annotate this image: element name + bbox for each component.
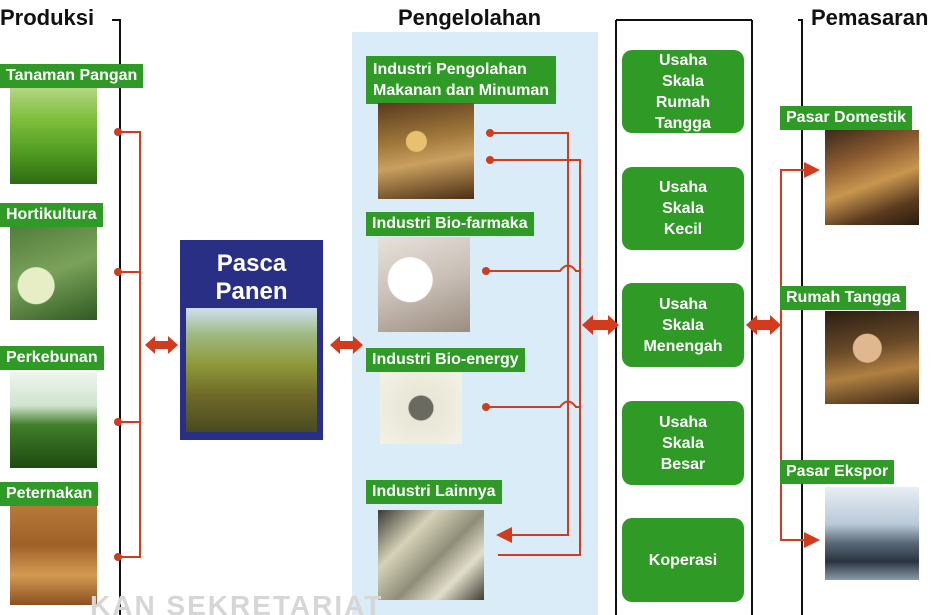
pemasaran-lines (780, 162, 820, 548)
photo-biopharma (378, 237, 470, 332)
photo-harvest-field (186, 308, 317, 432)
pasca-panen-title-line1: Pasca (216, 250, 287, 277)
usaha-menengah-line3: Menengah (643, 337, 723, 355)
label-industri-makanan: Industri Pengolahan Makanan dan Minuman (366, 56, 557, 104)
usaha-besar-line2: Skala (662, 434, 704, 452)
label-tanaman-pangan: Tanaman Pangan (0, 64, 144, 88)
label-industri-makanan-line2: Makanan dan Minuman (373, 82, 550, 99)
usaha-bracket (615, 19, 753, 615)
industri-lines (486, 132, 581, 556)
industri-dots (482, 129, 494, 411)
photo-household (825, 311, 919, 404)
photo-livestock (10, 505, 97, 605)
photo-horticulture (10, 222, 97, 320)
usaha-koperasi: Koperasi (622, 518, 744, 602)
usaha-rumah-tangga-line1: Usaha Skala (658, 51, 708, 90)
usaha-kecil-line1: Usaha (658, 179, 708, 196)
produksi-collector (118, 131, 141, 558)
label-industri-bioenergy: Industri Bio-energy (366, 348, 525, 372)
title-pemasaran: Pemasaran (805, 5, 935, 31)
usaha-koperasi-line1: Koperasi (648, 551, 718, 569)
title-produksi: Produksi (0, 5, 101, 31)
pasca-panen-box: Pasca Panen (180, 240, 323, 440)
label-hortikultura: Hortikultura (0, 203, 103, 227)
produksi-dots (114, 128, 122, 561)
usaha-besar-line3: Besar (660, 455, 706, 473)
label-pasar-ekspor: Pasar Ekspor (780, 460, 895, 484)
watermark-stamp: KAN SEKRETARIAT (90, 590, 384, 615)
label-perkebunan: Perkebunan (0, 346, 104, 370)
usaha-rumah-tangga-line2: Rumah (655, 93, 711, 111)
label-peternakan: Peternakan (0, 482, 99, 506)
photo-plantation (10, 372, 97, 468)
usaha-menengah-line1: Usaha (658, 295, 708, 313)
photo-rice-field (10, 84, 97, 184)
title-pengelolahan: Pengelolahan (398, 5, 542, 30)
double-arrows (145, 315, 781, 354)
usaha-menengah-line2: Skala (662, 316, 704, 334)
label-industri-lainnya: Industri Lainnya (366, 480, 502, 504)
photo-food-industry (378, 103, 474, 199)
photo-export (825, 487, 919, 580)
usaha-besar-line1: Usaha (658, 413, 708, 431)
label-pasar-domestik: Pasar Domestik (780, 106, 913, 130)
pasca-panen-title-line2: Panen (215, 278, 288, 305)
usaha-kecil-line3: Kecil (663, 221, 703, 238)
label-industri-biofarmaka: Industri Bio-farmaka (366, 212, 534, 236)
label-industri-makanan-line1: Industri Pengolahan (373, 61, 527, 78)
usaha-rumah-tangga-line3: Tangga (655, 114, 711, 132)
photo-bioenergy (380, 372, 462, 444)
usaha-kecil-line2: Skala (662, 200, 704, 217)
label-rumah-tangga: Rumah Tangga (780, 286, 907, 310)
produksi-bracket (112, 19, 121, 615)
photo-other-industry (378, 510, 484, 600)
photo-domestic-market (825, 130, 919, 225)
